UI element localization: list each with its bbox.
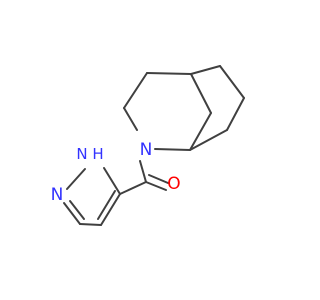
bond-c13-c14	[79, 223, 102, 226]
bond-c14-n3-inner	[69, 200, 85, 220]
bond-c11-c12	[119, 181, 147, 195]
carbonyl-oxygen-label: O	[167, 174, 180, 194]
bond-c9-c10	[189, 129, 228, 151]
molecule-canvas: N H N N O	[0, 0, 300, 300]
bond-c11-o1-b	[148, 174, 169, 184]
bond-c1-c2	[123, 72, 148, 109]
bond-c12-c13-inner	[97, 190, 116, 220]
bond-c11-o1-a	[145, 181, 167, 191]
bond-n1-c11	[139, 160, 147, 183]
bond-n3-n2	[66, 168, 86, 190]
bond-c4-c5	[189, 112, 212, 151]
bond-c12-c13	[100, 193, 121, 226]
bond-c8-c9	[226, 97, 245, 131]
background	[0, 0, 300, 300]
ring-nitrogen-label: N	[140, 140, 153, 160]
bond-n1-c6	[123, 107, 138, 131]
bond-c3-c7	[190, 65, 221, 75]
bond-c2-c3	[146, 72, 192, 75]
bond-c5-n1	[154, 148, 191, 151]
bond-c3-c4	[190, 73, 212, 114]
molecule-structure: N H N N O	[0, 0, 300, 300]
bond-n2-c12	[103, 167, 121, 195]
pyrazole-n-label: N	[51, 185, 64, 205]
pyrazole-h-label: H	[92, 145, 103, 163]
bond-c14-n3	[63, 202, 81, 225]
bond-c7-c8	[219, 65, 245, 99]
pyrazole-nh-label: N	[76, 145, 87, 163]
